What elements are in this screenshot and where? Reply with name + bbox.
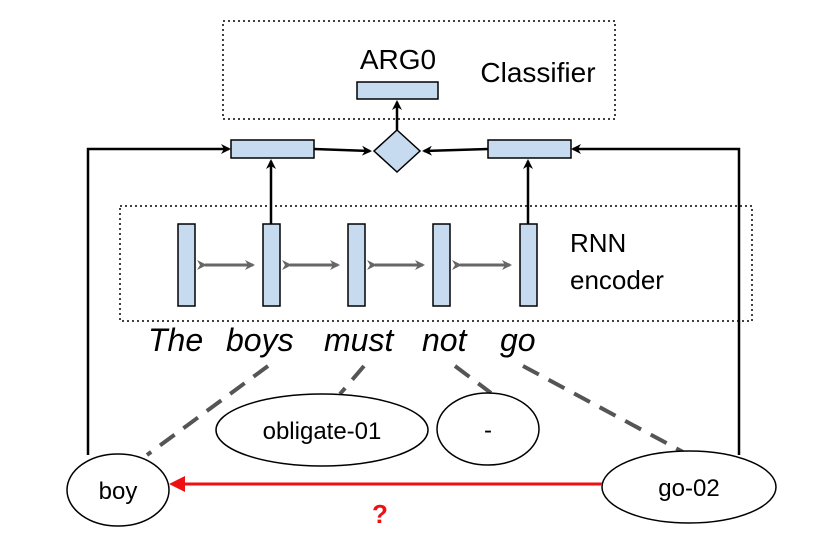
head-feature-vector — [230, 139, 315, 159]
alignment-must-obligate — [338, 364, 366, 396]
encoder-state-boys — [262, 223, 281, 307]
encoder-label-line1: RNN — [570, 228, 626, 258]
alignment-not-neg — [453, 364, 493, 395]
amr-node-neg-label: - — [484, 417, 492, 444]
go-node-to-dependent-vector-edge — [571, 144, 741, 455]
encoder-state-go — [519, 223, 538, 307]
alignment-boys-boy — [145, 364, 270, 457]
amr-node-obligate — [215, 393, 429, 467]
word-boys: boys — [226, 322, 294, 358]
amr-node-go — [601, 450, 777, 524]
boy-node-to-head-vector-edge — [86, 144, 231, 455]
encoder-state-not — [432, 223, 451, 307]
left-vector-to-diamond-arrow — [313, 145, 372, 156]
amr-node-boy-label: boy — [99, 478, 138, 505]
encoder-label-line2: encoder — [570, 265, 664, 295]
amr-node-go-label: go-02 — [658, 475, 719, 502]
word-go: go — [500, 322, 536, 358]
right-vector-to-diamond-arrow — [422, 145, 489, 156]
classifier-output-label: ARG0 — [360, 44, 436, 75]
classifier-title: Classifier — [480, 57, 595, 88]
encoder-state-must — [347, 223, 366, 307]
output-vector — [356, 81, 439, 100]
classifier-box — [222, 20, 616, 120]
alignment-go-go02 — [522, 364, 684, 454]
encoder-state-the — [177, 223, 196, 307]
word-the: The — [148, 322, 203, 358]
question-mark: ? — [372, 499, 388, 529]
word-not: not — [422, 322, 468, 358]
dependent-feature-vector — [487, 139, 572, 159]
word-must: must — [324, 322, 394, 358]
rnn-encoder-box — [119, 205, 753, 322]
combine-diamond — [372, 128, 422, 174]
amr-node-neg — [436, 392, 540, 466]
amr-node-obligate-label: obligate-01 — [263, 418, 382, 445]
